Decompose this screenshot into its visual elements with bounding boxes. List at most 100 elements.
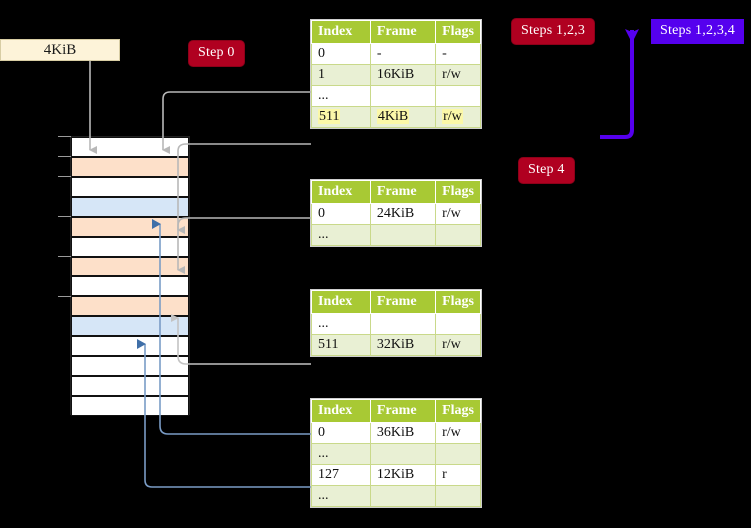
cell-value: 127 xyxy=(318,467,339,482)
virtual-page-box: 4KiB xyxy=(0,39,120,61)
table-cell-flags xyxy=(435,443,481,465)
cell-value: - xyxy=(442,46,447,61)
wire-table2-row511-to-frame xyxy=(171,314,311,365)
column-header-flags: Flags xyxy=(435,20,481,44)
column-header-frame: Frame xyxy=(369,180,437,204)
wire-table0-row511-to-frame xyxy=(177,143,311,234)
table-row: 127 12KiB r xyxy=(311,464,481,486)
table-cell-frame: 16KiB xyxy=(369,64,437,86)
steps-1234-badge: Steps 1,2,3,4 xyxy=(651,19,744,44)
physical-memory-grid xyxy=(70,136,190,416)
table-cell-frame xyxy=(369,485,437,507)
memory-frame-row-9 xyxy=(71,316,189,337)
frame-tick-1 xyxy=(58,156,71,157)
column-header-flags: Flags xyxy=(435,180,481,204)
cell-value: r/w xyxy=(442,337,461,352)
cell-value: 0 xyxy=(318,46,325,61)
cell-value: 1 xyxy=(318,67,325,82)
cell-value: ... xyxy=(318,316,329,331)
cell-value: 511 xyxy=(318,337,339,352)
memory-frame-row-10 xyxy=(71,336,189,357)
column-header-index: Index xyxy=(311,399,371,423)
cell-value: r/w xyxy=(442,109,463,124)
table-cell-flags xyxy=(435,224,481,246)
step-4-badge: Step 4 xyxy=(519,158,574,183)
table-cell-frame: 36KiB xyxy=(369,422,437,444)
frame-tick-0 xyxy=(58,136,71,137)
table-cell-frame: 4KiB xyxy=(369,106,437,128)
step-0-badge: Step 0 xyxy=(189,41,244,66)
cell-value: 24KiB xyxy=(376,206,415,221)
cell-value: 511 xyxy=(318,109,341,124)
cell-value: - xyxy=(376,46,382,61)
table-cell-index: ... xyxy=(311,443,371,465)
memory-frame-row-0 xyxy=(71,137,189,157)
table-cell-index: 511 xyxy=(311,334,371,356)
table-cell-frame: 24KiB xyxy=(369,203,437,225)
table-cell-flags xyxy=(435,313,481,335)
table-cell-frame: - xyxy=(369,43,437,65)
cell-value: 32KiB xyxy=(376,337,415,352)
memory-frame-row-13 xyxy=(71,395,189,416)
table-cell-flags: r/w xyxy=(435,334,481,356)
step-0-label: Step 0 xyxy=(198,45,235,60)
table-cell-index: ... xyxy=(311,85,371,107)
cell-value: r xyxy=(442,467,447,482)
table-cell-index: 511 xyxy=(311,106,371,128)
table-row: 0 36KiB r/w xyxy=(311,422,481,444)
table-cell-index: 0 xyxy=(311,203,371,225)
table-cell-index: ... xyxy=(311,224,371,246)
steps-1234-label: Steps 1,2,3,4 xyxy=(660,23,735,38)
cell-value: 4KiB xyxy=(376,109,410,124)
column-header-index: Index xyxy=(311,20,371,44)
table-cell-flags xyxy=(435,85,481,107)
table-row: ... xyxy=(311,313,481,335)
memory-frame-row-11 xyxy=(71,356,189,377)
frame-tick-3 xyxy=(58,216,71,217)
cell-value: r/w xyxy=(442,67,461,82)
table-cell-flags: r/w xyxy=(435,203,481,225)
table-row: ... xyxy=(311,485,481,507)
table-cell-index: 0 xyxy=(311,422,371,444)
frame-tick-5 xyxy=(58,296,71,297)
column-header-frame: Frame xyxy=(369,399,437,423)
column-header-frame: Frame xyxy=(369,290,437,314)
virtual-page-label: 4KiB xyxy=(43,41,77,58)
table-row: 511 32KiB r/w xyxy=(311,334,481,356)
table-cell-flags: r/w xyxy=(435,422,481,444)
memory-frame-row-1 xyxy=(71,156,189,177)
cell-value: r/w xyxy=(442,206,461,221)
table-cell-frame xyxy=(369,313,437,335)
wire-table1-row0-to-frame xyxy=(177,217,311,274)
frame-tick-4 xyxy=(58,256,71,257)
cell-value: 0 xyxy=(318,206,325,221)
wire-steps-1234-loop xyxy=(600,29,639,139)
table-cell-frame: 12KiB xyxy=(369,464,437,486)
cell-value: 36KiB xyxy=(376,425,415,440)
cell-value: 12KiB xyxy=(376,467,415,482)
column-header-flags: Flags xyxy=(435,399,481,423)
memory-frame-row-12 xyxy=(71,376,189,396)
steps-123-badge: Steps 1,2,3 xyxy=(512,19,595,44)
step-4-label: Step 4 xyxy=(528,162,565,177)
table-row: ... xyxy=(311,443,481,465)
cell-value: ... xyxy=(318,227,329,242)
table-cell-flags: r xyxy=(435,464,481,486)
table-row: 0 - - xyxy=(311,43,481,65)
memory-frame-row-4 xyxy=(71,216,189,237)
table-cell-index: 127 xyxy=(311,464,371,486)
table-cell-index: ... xyxy=(311,485,371,507)
memory-frame-row-3 xyxy=(71,196,189,217)
frame-tick-2 xyxy=(58,176,71,177)
cell-value: r/w xyxy=(442,425,461,440)
table-row: ... xyxy=(311,85,481,107)
memory-frame-row-2 xyxy=(71,176,189,197)
column-header-frame: Frame xyxy=(369,20,437,44)
table-row: 511 4KiB r/w xyxy=(311,106,481,128)
column-header-index: Index xyxy=(311,290,371,314)
cell-value: ... xyxy=(318,446,329,461)
table-cell-flags xyxy=(435,485,481,507)
